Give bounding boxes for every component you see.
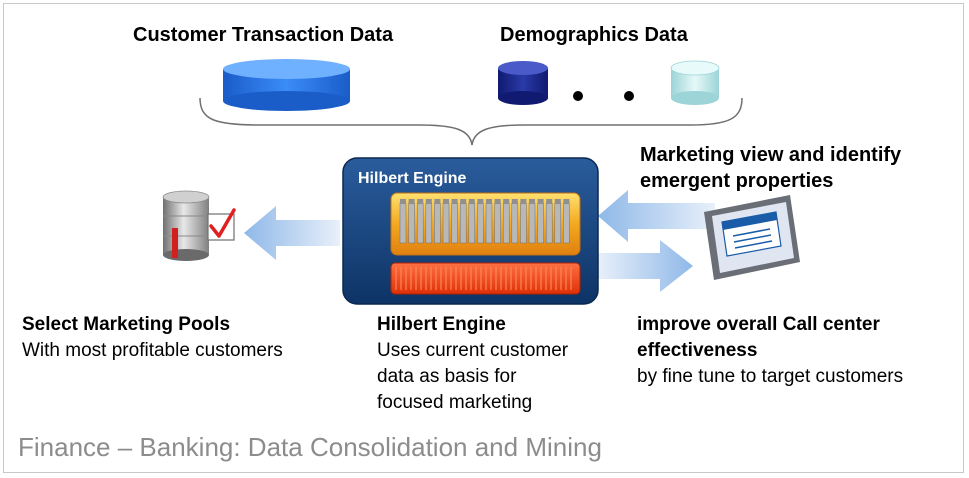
demographics-light-db-icon	[670, 60, 720, 105]
arrow-to-call-center	[598, 240, 693, 292]
arrow-from-marketing-view	[598, 190, 715, 242]
monitor-screen-icon	[704, 195, 800, 280]
arrow-to-marketing-pools	[244, 206, 340, 260]
hilbert-engine-box	[342, 157, 599, 305]
engine-desc-line-3: focused marketing	[377, 392, 533, 413]
slide-footer-title: Finance – Banking: Data Consolidation an…	[18, 432, 602, 462]
grouping-brace	[199, 97, 743, 146]
ellipsis-dot-icon	[624, 91, 634, 101]
engine-box-label: Hilbert Engine	[358, 170, 467, 187]
storage-array-icon	[395, 267, 572, 290]
marketing-pool-db-icon	[162, 190, 236, 261]
call-center-desc: by fine tune to target customers	[637, 366, 904, 387]
select-pools-title: Select Marketing Pools	[22, 314, 231, 335]
customer-transaction-label: Customer Transaction Data	[133, 24, 394, 46]
engine-desc-line-1: Uses current customer	[377, 340, 569, 361]
call-center-title-line-2: effectiveness	[637, 340, 758, 361]
demographics-label: Demographics Data	[500, 24, 688, 46]
ellipsis-dot-icon	[573, 91, 583, 101]
slide-frame	[3, 3, 964, 473]
select-pools-desc: With most profitable customers	[22, 340, 283, 361]
engine-title: Hilbert Engine	[377, 314, 506, 335]
call-center-title-line-1: improve overall Call center	[637, 314, 880, 335]
engine-desc-line-2: data as basis for	[377, 366, 517, 387]
customer-db-icon	[223, 59, 350, 111]
demographics-dark-db-icon	[498, 61, 548, 105]
processor-array-icon	[399, 199, 570, 244]
marketing-view-line-2: emergent properties	[640, 170, 834, 192]
marketing-view-line-1: Marketing view and identify	[640, 144, 902, 166]
